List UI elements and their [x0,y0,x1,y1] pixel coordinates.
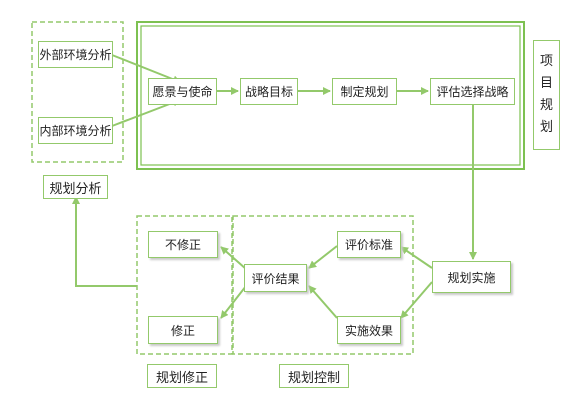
arrow-implementation-to-effect [400,281,433,319]
project-planning-char: 划 [539,120,553,135]
strategic-goal-node: 战略目标 [240,78,298,105]
planning-control-frame [232,215,414,355]
plan-implementation-node: 规划实施 [432,261,511,293]
planning-control-label: 规划控制 [279,364,349,388]
formulate-plan-node: 制定规划 [332,78,397,105]
vision-mission-node: 愿景与使命 [148,78,217,105]
planning-analysis-label: 规划分析 [43,175,108,199]
internal-analysis-node: 内部环境分析 [38,117,113,144]
arrow-effect-to-result [308,285,338,319]
project-planning-label: 项 目 规 划 [533,40,560,150]
arrow-result-to-no-correction [220,246,247,270]
planning-analysis-frame [31,21,124,163]
correction-node: 修正 [148,316,218,344]
arrow-correction-feedback [72,196,137,287]
no-correction-node: 不修正 [148,231,218,258]
arrow-standard-to-result [308,245,338,269]
arrow-result-to-correction [220,285,247,319]
eval-standard-node: 评价标准 [337,231,401,258]
evaluate-strategy-node: 评估选择战略 [430,78,515,105]
external-analysis-node: 外部环境分析 [38,41,113,68]
eval-result-node: 评价结果 [244,264,307,292]
planning-correction-label: 规划修正 [147,364,217,388]
project-planning-char: 目 [539,76,553,91]
project-planning-frame-inner [140,25,521,166]
project-planning-char: 规 [539,98,553,113]
project-planning-frame [136,21,525,170]
arrow-external-to-vision [111,54,181,84]
impl-effect-node: 实施效果 [337,316,401,344]
project-planning-char: 项 [539,54,553,69]
arrow-implementation-to-standard [400,246,433,269]
